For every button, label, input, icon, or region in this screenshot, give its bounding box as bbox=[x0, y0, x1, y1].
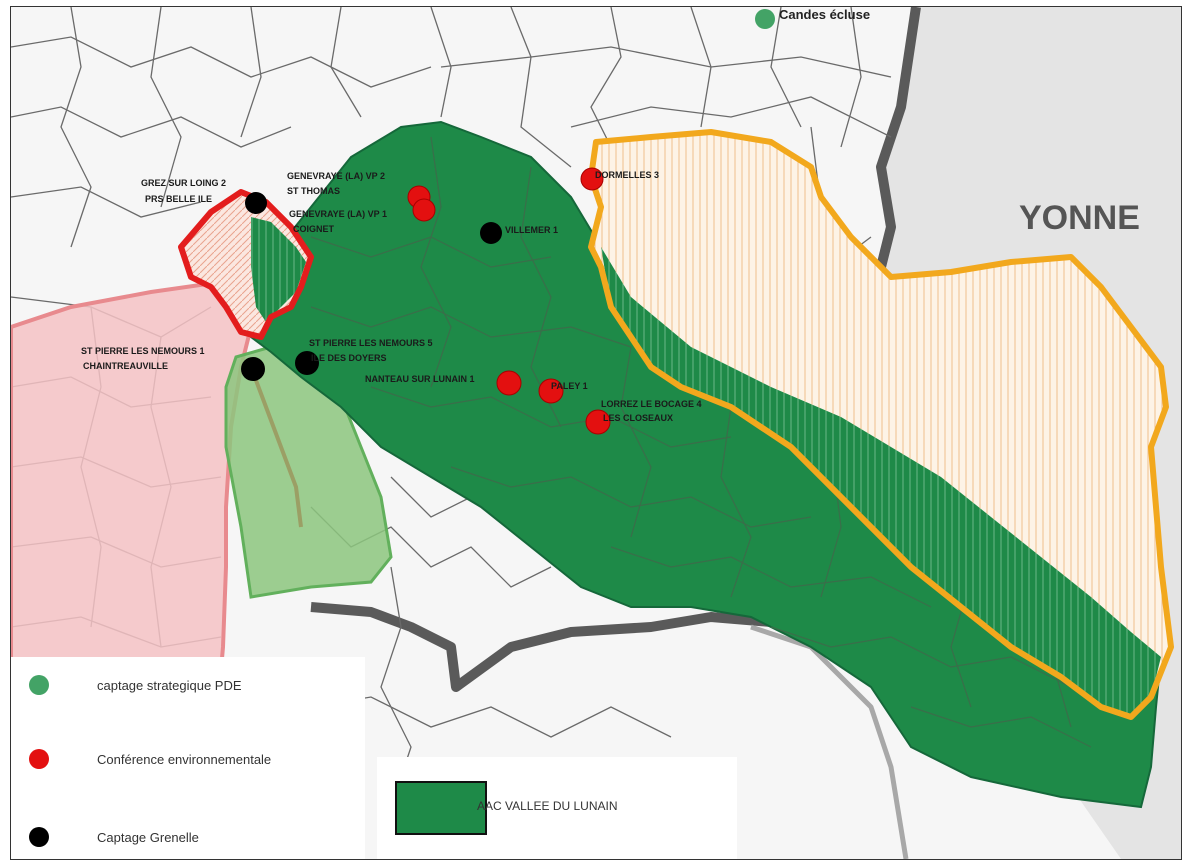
strategic-dot-icon bbox=[29, 675, 49, 695]
legend-points: captage strategique PDE Conférence envir… bbox=[11, 657, 365, 859]
aac-swatch-icon bbox=[395, 781, 487, 835]
map-frame[interactable]: Candes écluse YONNE GREZ SUR LOING 2 PRS… bbox=[10, 6, 1182, 860]
label-st-pierre-les-nemours-5: ST PIERRE LES NEMOURS 5 bbox=[309, 338, 433, 348]
label-candes-ecluse: Candes écluse bbox=[779, 7, 870, 22]
label-lorrez-le-bocage-4: LORREZ LE BOCAGE 4 bbox=[601, 399, 702, 409]
orange-zone-boundary bbox=[588, 129, 1174, 720]
label-dormelles-3: DORMELLES 3 bbox=[595, 170, 659, 180]
marker-lorrez-le-bocage-4[interactable] bbox=[585, 409, 611, 435]
label-grez-sur-loing-2: GREZ SUR LOING 2 bbox=[141, 178, 226, 188]
marker-villemer-1[interactable] bbox=[480, 222, 502, 244]
lower-boundary-line bbox=[310, 602, 772, 692]
brown-river-line bbox=[249, 366, 303, 528]
marker-genevraye-vp-1[interactable] bbox=[412, 198, 436, 222]
marker-st-pierre-les-nemours-5[interactable] bbox=[295, 351, 319, 375]
marker-paley-1[interactable] bbox=[538, 378, 564, 404]
label-ile-des-doyers: ILE DES DOYERS bbox=[311, 353, 387, 363]
marker-dormelles-3[interactable] bbox=[580, 167, 604, 191]
label-chaintreauville: CHAINTREAUVILLE bbox=[83, 361, 168, 371]
label-prs-belle-ile: PRS BELLE ILE bbox=[145, 194, 212, 204]
label-coignet: COIGNET bbox=[293, 224, 335, 234]
label-genevraye-vp-1: GENEVRAYE (LA) VP 1 bbox=[289, 209, 387, 219]
label-genevraye-vp-2: GENEVRAYE (LA) VP 2 bbox=[287, 171, 385, 181]
legend-label-aac: AAC VALLEE DU LUNAIN bbox=[477, 799, 618, 813]
label-nanteau-sur-lunain-1: NANTEAU SUR LUNAIN 1 bbox=[365, 374, 475, 384]
red-green-overlap-zone bbox=[251, 217, 306, 322]
marker-grez-sur-loing-2[interactable] bbox=[245, 192, 267, 214]
label-st-thomas: ST THOMAS bbox=[287, 186, 340, 196]
grenelle-dot-icon bbox=[29, 827, 49, 847]
strategic-marker-candes[interactable] bbox=[755, 9, 775, 29]
legend-item-environnementale: Conférence environnementale bbox=[11, 749, 271, 769]
marker-nanteau-sur-lunain-1[interactable] bbox=[496, 370, 522, 396]
gray-boundary-line bbox=[750, 624, 909, 859]
legend-label-grenelle: Captage Grenelle bbox=[97, 829, 199, 845]
legend-item-grenelle: Captage Grenelle bbox=[11, 827, 199, 847]
label-villemer-1: VILLEMER 1 bbox=[505, 225, 558, 235]
legend-label-strategique: captage strategique PDE bbox=[97, 677, 242, 693]
label-st-pierre-les-nemours-1: ST PIERRE LES NEMOURS 1 bbox=[81, 346, 205, 356]
department-label: YONNE bbox=[1019, 199, 1140, 237]
legend-label-environnementale: Conférence environnementale bbox=[97, 751, 272, 767]
legend-area: AAC VALLEE DU LUNAIN bbox=[377, 757, 737, 859]
marker-st-pierre-les-nemours-1[interactable] bbox=[241, 357, 265, 381]
environnementale-dot-icon bbox=[29, 749, 49, 769]
orange-green-overlap-zone bbox=[601, 247, 1161, 717]
label-les-closeaux: LES CLOSEAUX bbox=[603, 413, 673, 423]
aac-inner-boundaries bbox=[310, 136, 1092, 748]
legend-item-strategique: captage strategique PDE bbox=[11, 675, 242, 695]
label-paley-1: PALEY 1 bbox=[551, 381, 588, 391]
